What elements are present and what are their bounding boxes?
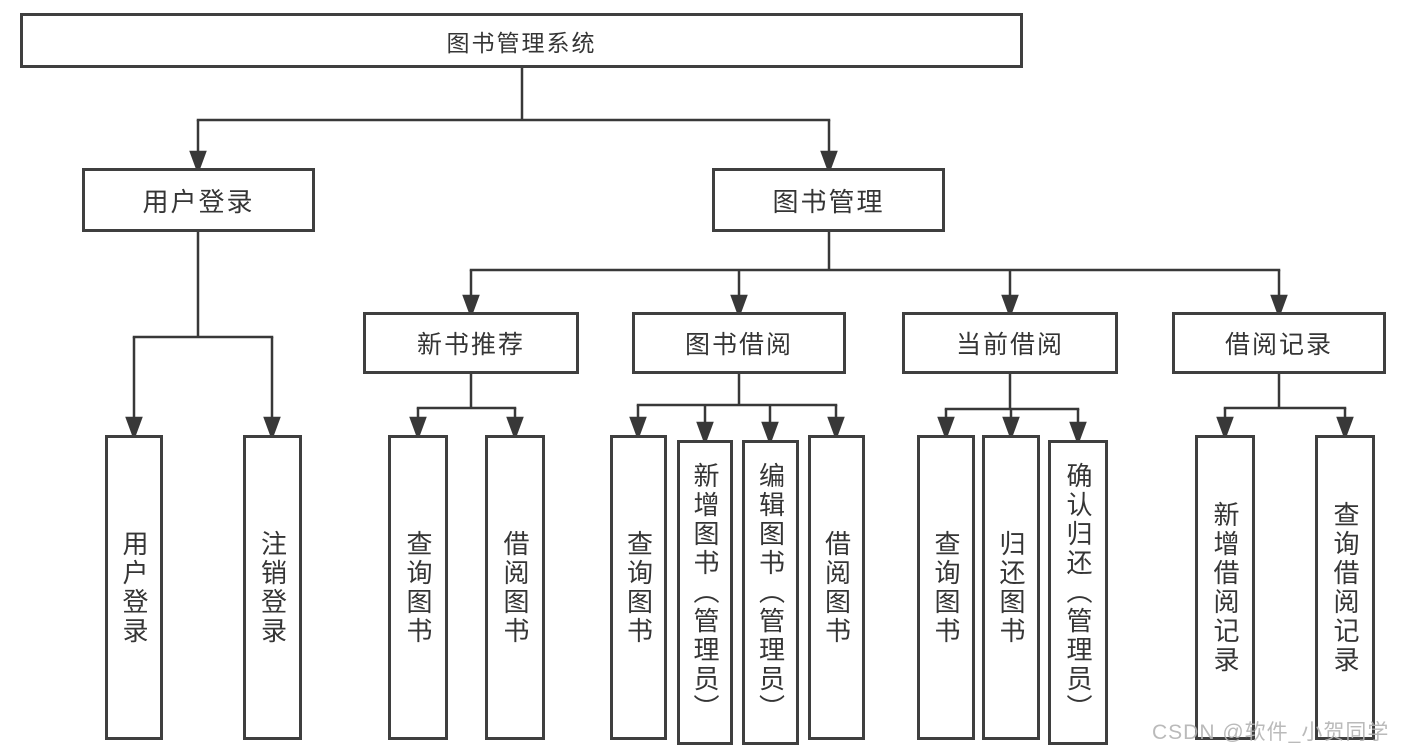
leaf-user-login: 用户登录 xyxy=(105,435,163,740)
leaf-label: 新增图书（管理员） xyxy=(690,462,720,723)
leaf-return-books: 归还图书 xyxy=(982,435,1040,740)
node-current-borrowing: 当前借阅 xyxy=(902,312,1118,374)
leaf-label: 新增借阅记录 xyxy=(1210,500,1240,675)
node-library-management-system: 图书管理系统 xyxy=(20,13,1023,68)
leaf-label: 查询图书 xyxy=(403,529,433,646)
node-label: 当前借阅 xyxy=(955,331,1064,359)
leaf-label: 查询图书 xyxy=(623,529,654,646)
leaf-borrow-books-2: 借阅图书 xyxy=(808,435,865,740)
node-new-book-recommendation: 新书推荐 xyxy=(363,312,579,374)
leaf-borrow-books-1: 借阅图书 xyxy=(485,435,545,740)
node-user-login: 用户登录 xyxy=(82,168,315,232)
leaf-label: 借阅图书 xyxy=(821,529,852,646)
node-label: 图书管理 xyxy=(772,186,885,217)
node-book-borrowing: 图书借阅 xyxy=(632,312,846,374)
leaf-query-borrow-record: 查询借阅记录 xyxy=(1315,435,1375,740)
node-book-management: 图书管理 xyxy=(712,168,945,232)
leaf-label: 用户登录 xyxy=(119,529,149,646)
node-label: 新书推荐 xyxy=(416,331,525,359)
leaf-add-borrow-record: 新增借阅记录 xyxy=(1195,435,1255,740)
leaf-label: 编辑图书（管理员） xyxy=(755,462,786,723)
leaf-add-books-admin: 新增图书（管理员） xyxy=(677,440,733,745)
leaf-label: 查询图书 xyxy=(931,529,961,646)
leaf-edit-books-admin: 编辑图书（管理员） xyxy=(742,440,799,745)
node-label: 用户登录 xyxy=(142,186,255,217)
leaf-query-books-2: 查询图书 xyxy=(610,435,667,740)
node-borrowing-records: 借阅记录 xyxy=(1172,312,1386,374)
leaf-label: 借阅图书 xyxy=(500,529,530,646)
leaf-label: 确认归还（管理员） xyxy=(1063,462,1093,723)
csdn-watermark: CSDN @软件_小贺同学 xyxy=(1152,721,1390,744)
leaf-label: 注销登录 xyxy=(257,529,288,646)
leaf-confirm-return-admin: 确认归还（管理员） xyxy=(1048,440,1108,745)
leaf-logout: 注销登录 xyxy=(243,435,302,740)
leaf-label: 查询借阅记录 xyxy=(1330,500,1360,675)
leaf-query-books-1: 查询图书 xyxy=(388,435,448,740)
leaf-query-books-3: 查询图书 xyxy=(917,435,975,740)
node-label: 图书管理系统 xyxy=(446,29,597,56)
leaf-label: 归还图书 xyxy=(996,529,1026,646)
node-label: 图书借阅 xyxy=(684,331,793,359)
node-label: 借阅记录 xyxy=(1224,331,1333,359)
